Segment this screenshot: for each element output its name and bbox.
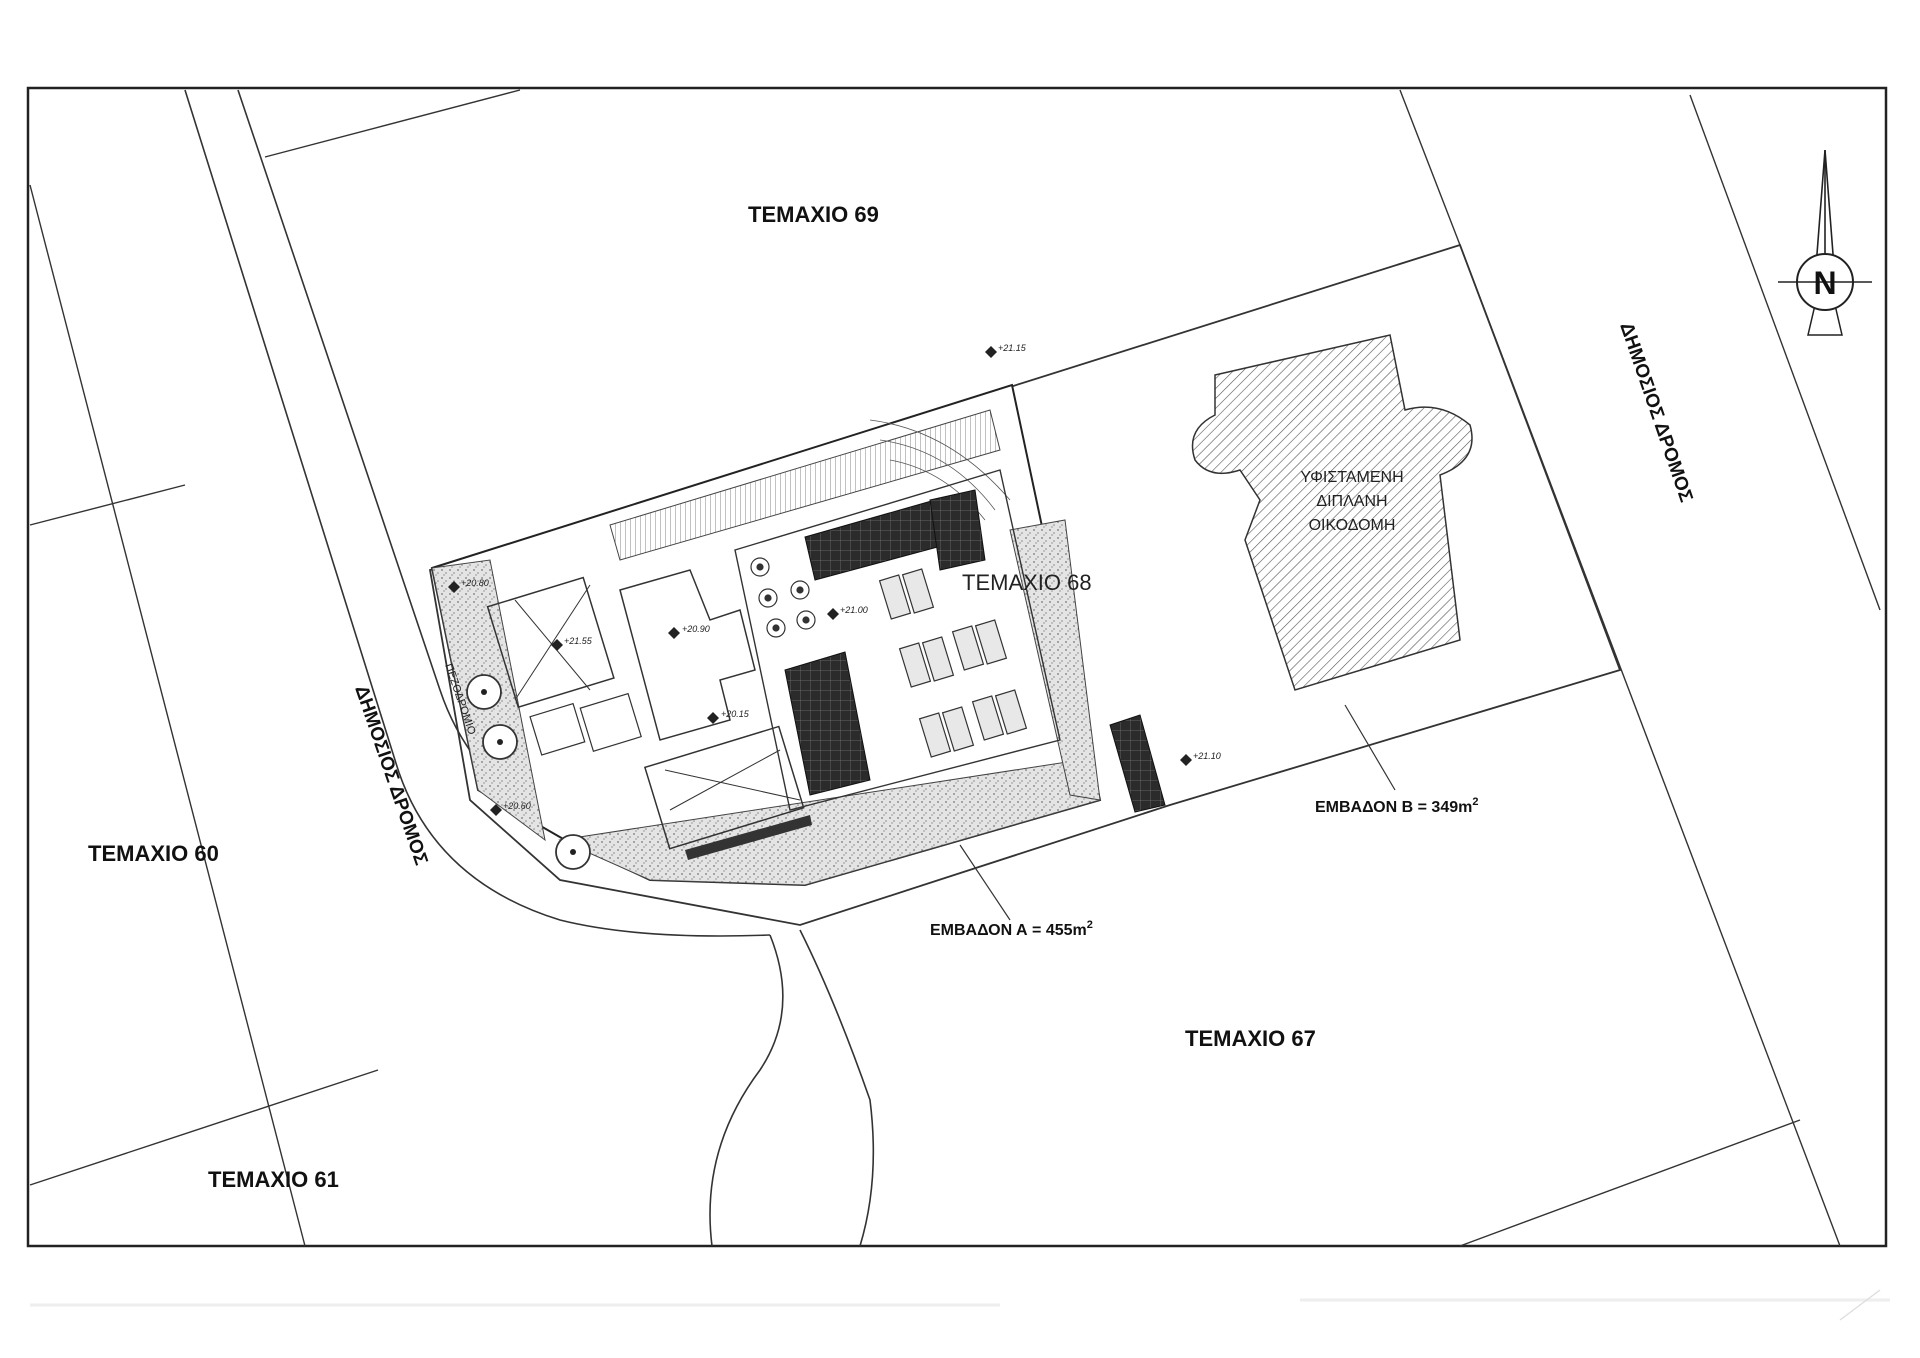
parcel-line xyxy=(1689,94,1881,611)
parcel-68-label: ΤΕΜΑΧΙΟ 68 xyxy=(962,570,1092,595)
parcel-line xyxy=(1839,1289,1881,1321)
tree-2 xyxy=(482,724,518,760)
level-marker: +21.15 xyxy=(985,343,1027,358)
north-arrow: N xyxy=(1778,149,1872,336)
roof-deck xyxy=(734,469,1061,811)
road-edge-outer xyxy=(184,89,771,937)
tree-3 xyxy=(555,834,591,870)
parcel-60-label: ΤΕΜΑΧΙΟ 60 xyxy=(88,841,219,866)
room-2 xyxy=(619,569,756,741)
room-1 xyxy=(486,576,615,709)
level-marker: +21.55 xyxy=(551,636,593,651)
parcel-line xyxy=(264,89,521,158)
parcel-68-boundary xyxy=(428,243,1622,926)
parcel-69-label: ΤΕΜΑΧΙΟ 69 xyxy=(748,202,879,227)
tree-1 xyxy=(466,674,502,710)
room-3 xyxy=(643,725,805,850)
parcel-line xyxy=(1459,1119,1801,1247)
garden-band-right xyxy=(1009,519,1101,801)
svg-text:ΟΙΚΟΔΟΜΗ: ΟΙΚΟΔΟΜΗ xyxy=(1309,517,1396,534)
parcel-line xyxy=(29,1069,379,1186)
area-a-leader xyxy=(959,844,1011,921)
road-label-right: ΔΗΜΟΣΙΟΣ ΔΡΟΜΟΣ xyxy=(1615,320,1696,505)
svg-text:ΔΙΠΛΑΝΗ: ΔΙΠΛΑΝΗ xyxy=(1316,493,1387,510)
svg-text:+21.00: +21.00 xyxy=(840,605,868,615)
level-marker: +20.80 xyxy=(448,578,489,593)
svg-text:+20.60: +20.60 xyxy=(503,801,531,811)
level-marker: +20.60 xyxy=(490,801,531,816)
room-1-cross xyxy=(514,584,591,701)
svg-text:+20.15: +20.15 xyxy=(721,709,750,719)
parcel-line xyxy=(1399,89,1461,246)
solar-panels-top-2 xyxy=(929,489,986,571)
solar-panels-right xyxy=(1109,714,1166,813)
parcel-line xyxy=(29,184,306,1247)
solar-panels-middle xyxy=(784,651,871,796)
area-b-label: ΕΜΒΑΔΟΝ Β = 349m2 xyxy=(1315,796,1478,816)
loungers xyxy=(878,568,1028,758)
svg-text:+21.15: +21.15 xyxy=(998,343,1027,353)
svg-text:+21.10: +21.10 xyxy=(1193,751,1221,761)
svg-text:+20.80: +20.80 xyxy=(461,578,489,588)
round-fixtures xyxy=(750,557,816,638)
room-3-cross xyxy=(664,769,801,801)
level-marker: +20.90 xyxy=(668,624,710,639)
dark-strip xyxy=(685,815,812,860)
pergola xyxy=(609,409,1001,561)
area-a-label: ΕΜΒΑΔΟΝ Α = 455m2 xyxy=(930,919,1093,939)
driveway-left-edge xyxy=(709,934,784,1247)
level-marker: +20.15 xyxy=(707,709,750,724)
existing-building-label: ΥΦΙΣΤΑΜΕΝΗ ΔΙΠΛΑΝΗ ΟΙΚΟΔΟΜΗ xyxy=(1300,469,1403,534)
parcel-line xyxy=(29,484,186,526)
north-label: N xyxy=(1813,265,1836,301)
driveway-right-edge xyxy=(799,929,875,1247)
room-small xyxy=(529,702,586,756)
parcel-67-label: ΤΕΜΑΧΙΟ 67 xyxy=(1185,1026,1316,1051)
parcel-61-label: ΤΕΜΑΧΙΟ 61 xyxy=(208,1167,339,1192)
area-b-leader xyxy=(1344,704,1396,791)
svg-text:+20.90: +20.90 xyxy=(682,624,710,634)
svg-text:ΥΦΙΣΤΑΜΕΝΗ: ΥΦΙΣΤΑΜΕΝΗ xyxy=(1300,469,1403,486)
svg-text:+21.55: +21.55 xyxy=(564,636,593,646)
drawing-frame xyxy=(26,86,1888,1248)
road-label-left: ΔΗΜΟΣΙΟΣ ΔΡΟΜΟΣ xyxy=(350,683,431,868)
room-small xyxy=(579,692,642,752)
level-marker: +21.10 xyxy=(1180,751,1221,766)
level-marker: +21.00 xyxy=(827,605,868,620)
existing-building xyxy=(1191,334,1473,691)
room-3-cross xyxy=(669,749,781,811)
